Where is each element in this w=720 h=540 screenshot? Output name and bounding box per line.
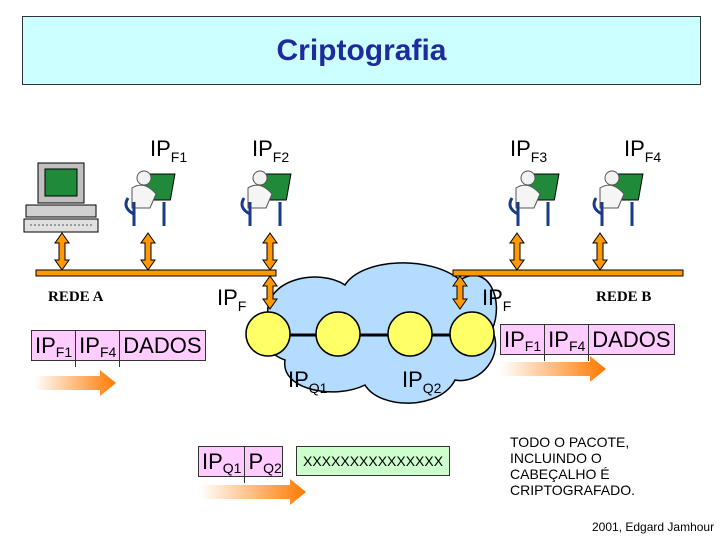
host-label-f1: IPF1 (150, 136, 188, 165)
lan-b-bus (452, 269, 684, 277)
network-label-b: REDE B (596, 289, 652, 305)
workstation-icon-f4 (592, 170, 644, 226)
workstation-icon-f3 (508, 170, 560, 226)
arrow-left-icon (34, 370, 116, 396)
packet-tunnel-src: IPQ1 (202, 447, 246, 483)
lan-a-bus (35, 269, 277, 277)
note-line-4: CRIPTOGRAFADO. (510, 482, 635, 498)
router-label-q1: IPQ1 (288, 367, 328, 396)
routers (245, 311, 495, 357)
host-label-f3: IPF3 (510, 136, 548, 165)
packet-tunnel-encrypted-payload: XXXXXXXXXXXXXXX (296, 446, 451, 476)
internet-cloud (262, 262, 498, 404)
router-label-left: IPF (217, 285, 247, 314)
router-label-q2: IPQ2 (402, 367, 442, 396)
packet-left-payload: DADOS (123, 333, 202, 358)
host-label-f2: IPF2 (252, 136, 290, 165)
workstation-icon-f2 (240, 170, 292, 226)
packet-left-dst: IPF4 (79, 331, 121, 367)
host-label-f4: IPF4 (624, 136, 662, 165)
packet-left-src: IPF1 (35, 331, 77, 367)
packet-right-dst: IPF4 (548, 325, 590, 361)
router-label-right: IPF (482, 285, 512, 314)
packet-right-payload: DADOS (592, 327, 671, 352)
note-line-3: CABEÇALHO É (510, 466, 610, 482)
title-banner: Criptografia (22, 16, 701, 85)
workstation-icon-f1 (124, 170, 176, 226)
credit-footer: 2001, Edgard Jamhour (592, 520, 715, 534)
note-line-1: TODO O PACOTE, (510, 434, 630, 450)
packet-right-src: IPF1 (504, 325, 546, 361)
packet-tunnel-dst: PQ2 (248, 449, 282, 476)
network-label-a: REDE A (48, 289, 104, 305)
desktop-computer-icon (23, 162, 99, 233)
lan-a-drops (54, 232, 278, 310)
encryption-note: TODO O PACOTE, INCLUINDO O CABEÇALHO É C… (510, 434, 635, 498)
arrow-bottom-icon (200, 479, 306, 505)
lan-b-drops (452, 232, 608, 310)
arrow-right-icon (500, 356, 606, 382)
note-line-2: INCLUINDO O (510, 450, 602, 466)
page-title: Criptografia (276, 33, 447, 67)
